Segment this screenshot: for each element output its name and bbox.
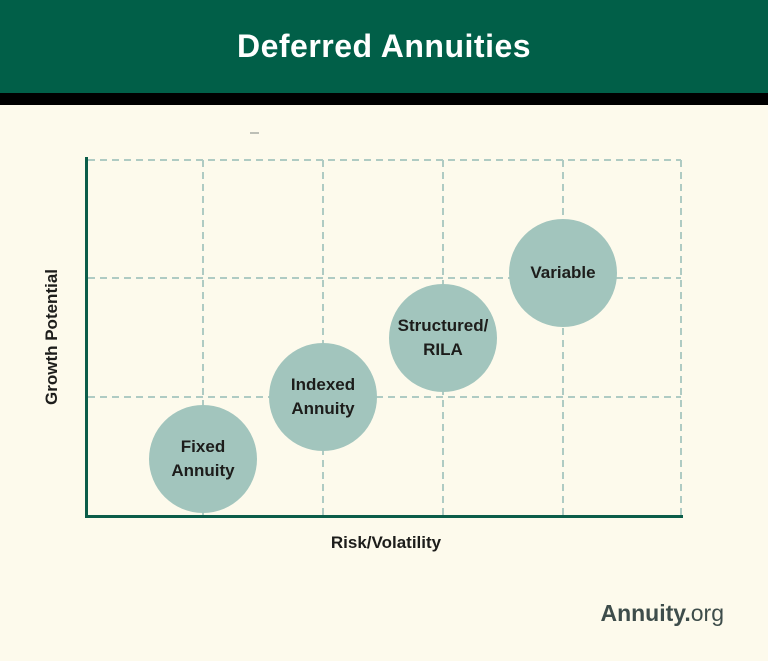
vertical-gridline	[202, 160, 204, 516]
page-title: Deferred Annuities	[236, 28, 532, 64]
horizontal-gridline	[88, 277, 681, 279]
bubble-label-line: Annuity	[171, 461, 235, 480]
brand-logo-light: org	[690, 600, 724, 626]
stray-dash-mark	[250, 132, 259, 134]
bubble-label-line: Structured/	[397, 316, 489, 335]
brand-logo-bold: Annuity.	[600, 600, 691, 626]
bubble-label-line: Indexed	[290, 375, 356, 394]
vertical-gridline	[562, 160, 564, 516]
header-bar: Deferred Annuities	[0, 0, 768, 93]
header-divider-strip	[0, 93, 768, 105]
horizontal-gridline	[88, 396, 681, 398]
annuity-bubble: Variable	[509, 219, 617, 327]
annuity-bubble: Structured/RILA	[389, 284, 497, 392]
brand-logo: Annuity.org	[600, 600, 724, 627]
horizontal-gridline	[88, 159, 681, 161]
y-axis-label: Growth Potential	[42, 269, 61, 405]
y-axis-line	[85, 157, 88, 518]
x-axis-label: Risk/Volatility	[330, 533, 442, 552]
vertical-gridline	[322, 160, 324, 516]
bubble-label-line: RILA	[423, 340, 463, 359]
bubble-label-line: Annuity	[291, 399, 355, 418]
bubble-label-line: Fixed	[180, 437, 226, 456]
x-axis-line	[85, 515, 683, 518]
vertical-gridline	[680, 160, 682, 516]
bubble-label-line: Variable	[530, 263, 596, 282]
